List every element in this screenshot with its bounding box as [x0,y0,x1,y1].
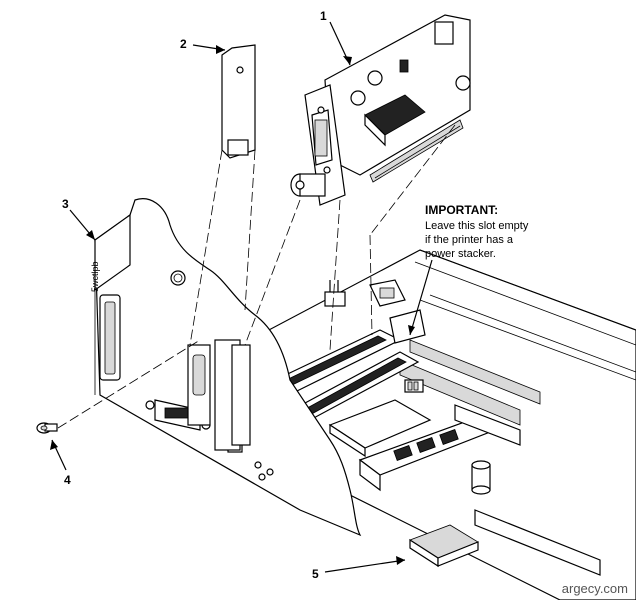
important-title: IMPORTANT: [425,203,498,217]
installation-guide-lines [57,124,456,429]
small-chip [409,524,479,568]
important-line-1: Leave this slot empty [425,220,529,232]
chassis-card-slot [187,339,251,451]
interface-card [290,14,471,206]
callout-1: 1 [320,9,327,23]
main-logic-board [249,249,636,600]
important-note: IMPORTANT: Leave this slot empty if the … [425,203,529,260]
diagram-id-label: 5wctlpb [90,261,100,292]
mounting-screw [36,422,58,434]
board-chip-block [328,399,432,458]
callout-5: 5 [312,567,319,581]
stacker-connector [324,279,426,344]
pin-header [404,379,424,393]
callout-arrows [50,21,433,573]
capacitor [471,460,491,495]
slot-cover [221,44,256,159]
callout-2: 2 [180,37,187,51]
callout-3: 3 [62,197,69,211]
important-line-3: power stacker. [425,248,496,260]
right-connector-block [454,404,601,576]
important-line-2: if the printer has a [425,234,514,246]
watermark: argecy.com [561,581,628,596]
callout-4: 4 [64,473,71,487]
